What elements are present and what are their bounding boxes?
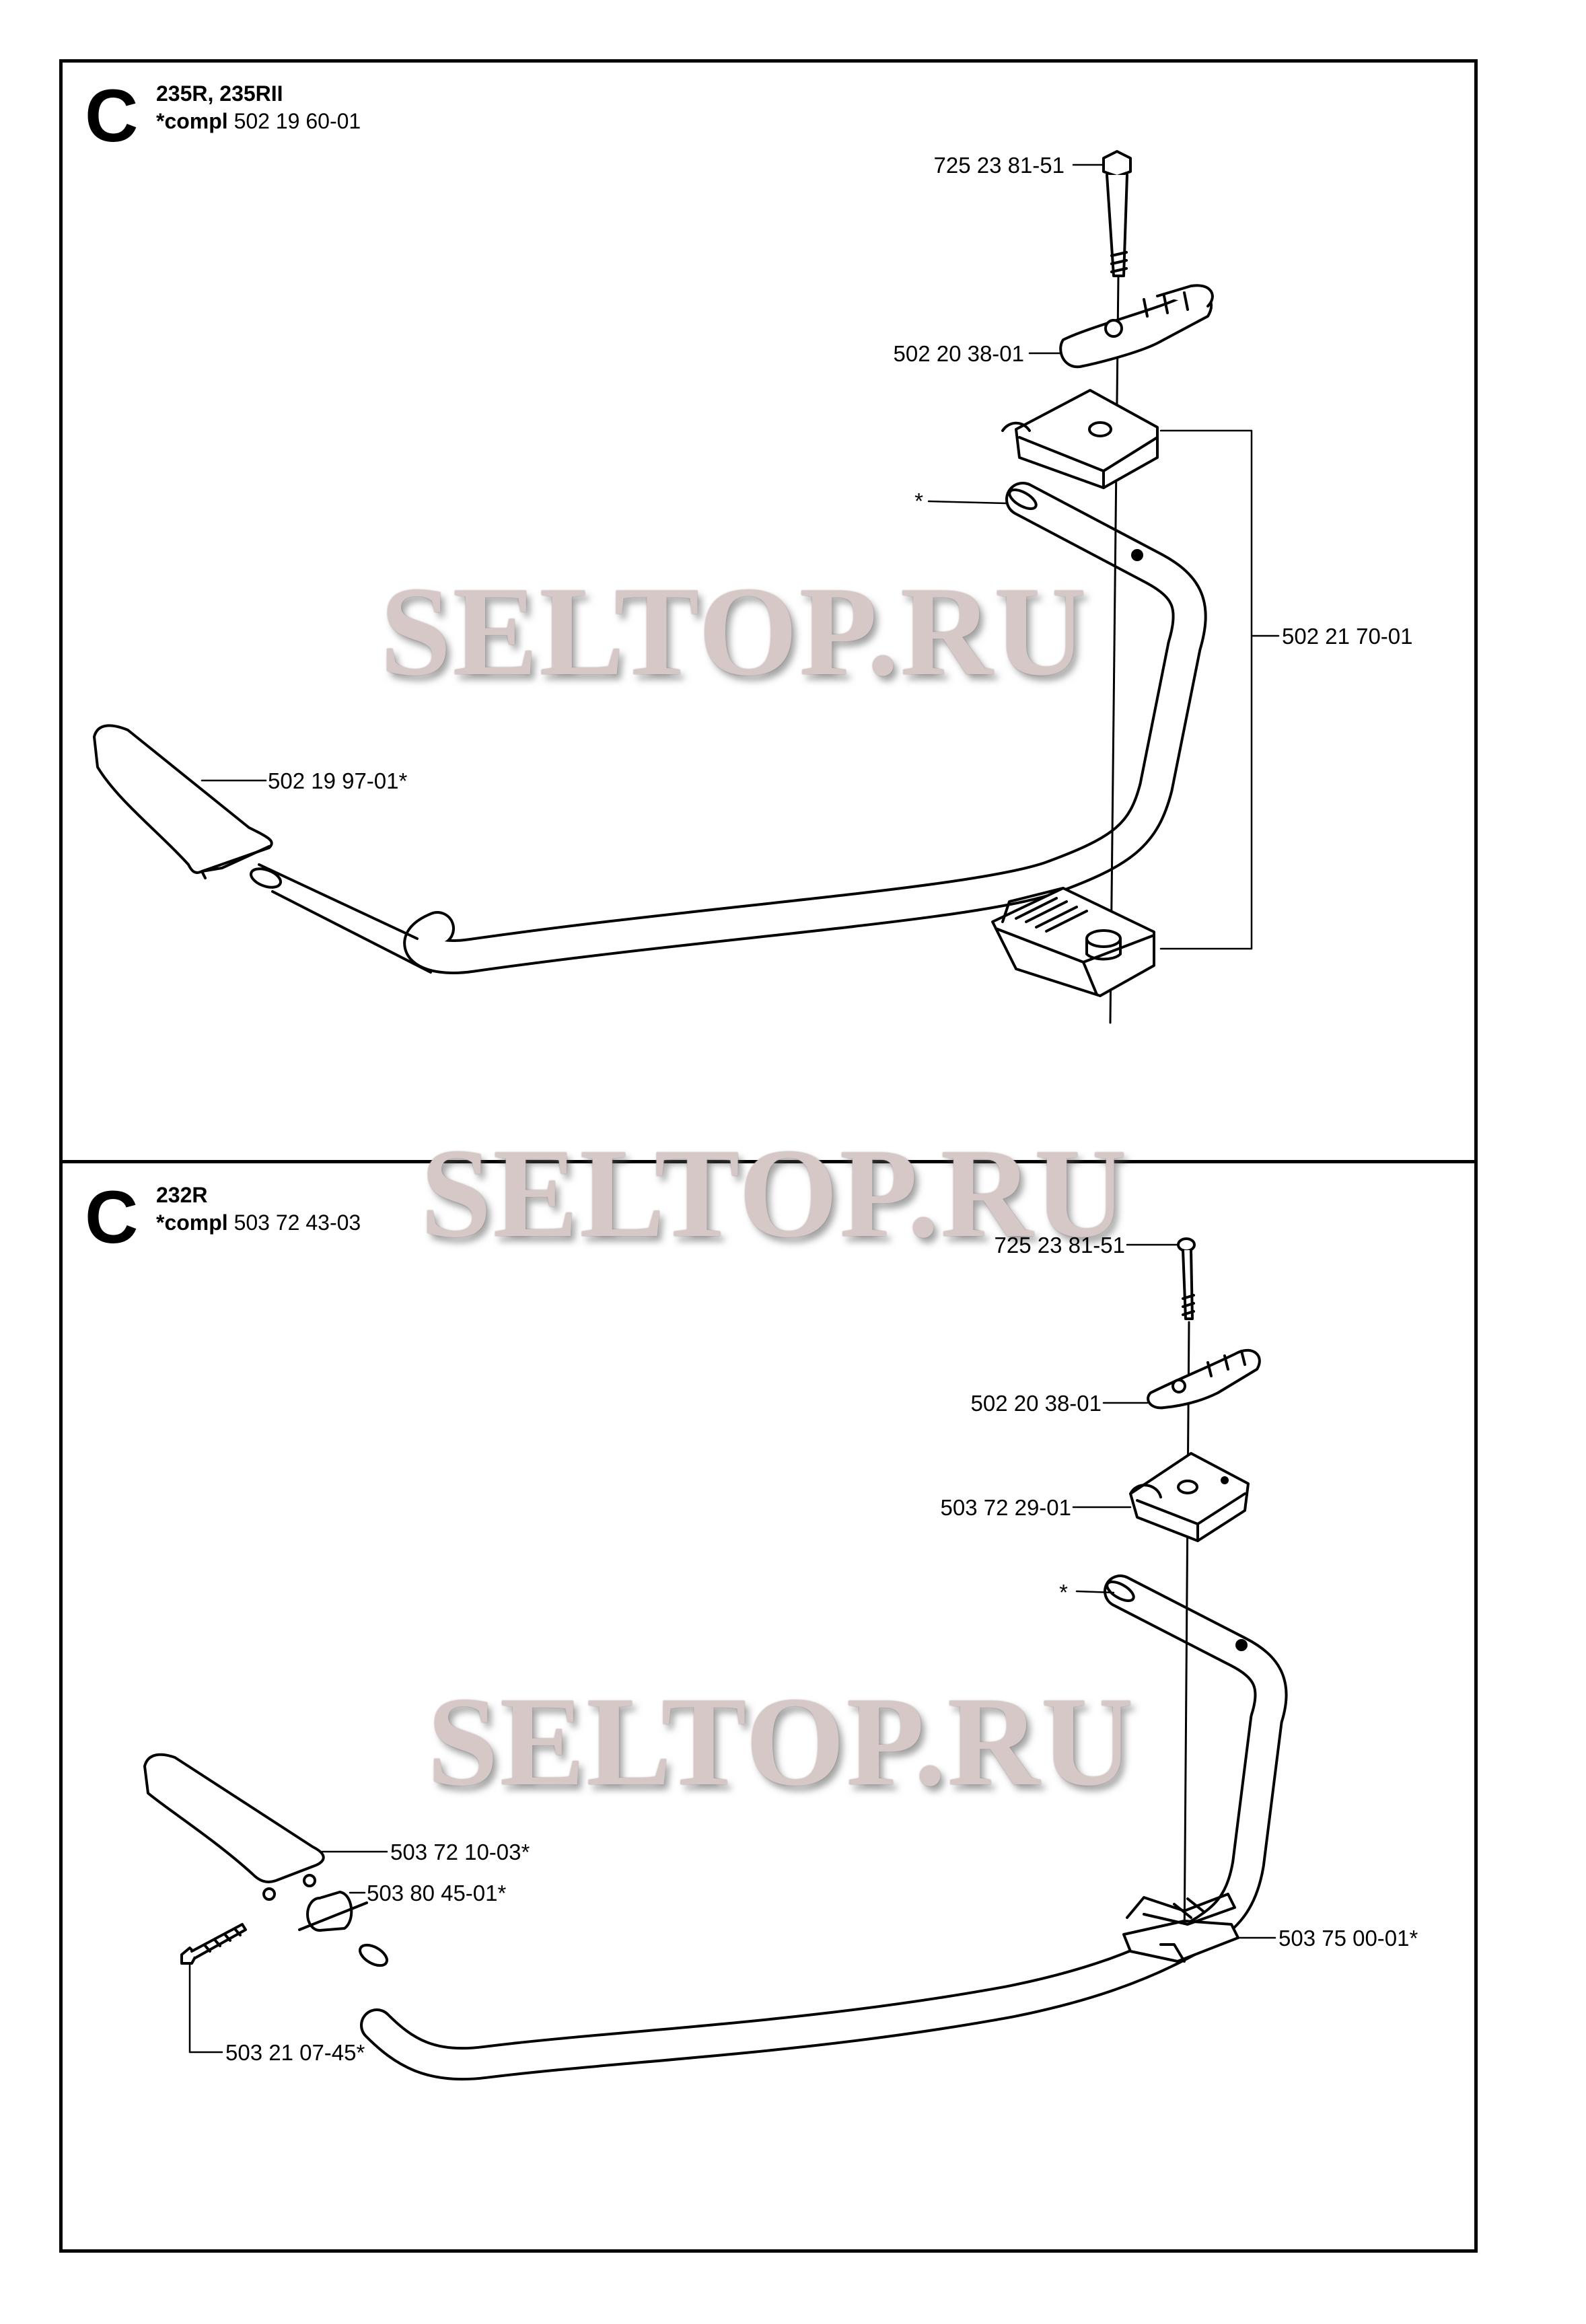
part-label-grip-1[interactable]: 502 19 97-01*: [268, 768, 408, 793]
clamp-top-2: [1129, 1452, 1250, 1542]
section-divider: [59, 1160, 1478, 1163]
wing-knob-1: [1059, 284, 1214, 369]
page-frame: [59, 59, 1478, 2253]
sleeve-2: [298, 1891, 368, 1932]
leader-lines-2: [188, 1243, 1276, 2054]
section-1-compl: *compl 502 19 60-01: [156, 108, 361, 134]
part-label-grip-2[interactable]: 503 72 10-03*: [390, 1840, 530, 1864]
handle-bar-1: [250, 482, 1207, 974]
part-label-bolt-2[interactable]: 725 23 81-51: [994, 1233, 1125, 1258]
compl-prefix: *compl: [156, 109, 228, 133]
watermark-1: SELTOP.RU: [380, 561, 1088, 702]
wing-knob-2: [1147, 1348, 1261, 1410]
section-2-drawing: [143, 1237, 1288, 2081]
bolt-1: [1102, 150, 1132, 1024]
section-2-model: 232R: [156, 1183, 208, 1207]
leader-lines-1: [201, 164, 1280, 950]
section-1-letter: C: [85, 75, 139, 157]
grip-2: [143, 1753, 325, 1901]
part-label-clamp-set-1[interactable]: 502 21 70-01: [1282, 624, 1413, 649]
watermark-2: SELTOP.RU: [421, 1123, 1128, 1264]
section-1-drawing: [93, 150, 1280, 1024]
part-label-wing-knob-2[interactable]: 502 20 38-01: [970, 1391, 1102, 1416]
part-label-bolt-1[interactable]: 725 23 81-51: [933, 153, 1065, 178]
compl-number: 502 19 60-01: [233, 109, 361, 133]
bolt-2: [1177, 1237, 1196, 1949]
section-2-compl: *compl 503 72 43-03: [156, 1210, 361, 1235]
part-label-handle-bar-2[interactable]: *: [1059, 1580, 1068, 1605]
lower-clamp-1: [991, 887, 1155, 997]
upper-clamp-1: [1001, 389, 1159, 489]
part-label-clamp-top-2[interactable]: 503 72 29-01: [940, 1495, 1071, 1520]
compl-number: 503 72 43-03: [233, 1210, 361, 1235]
part-label-sleeve-2[interactable]: 503 80 45-01*: [367, 1881, 507, 1905]
section-1-model: 235R, 235RII: [156, 81, 283, 106]
handle-bar-2: [359, 1574, 1288, 2081]
watermark-3: SELTOP.RU: [427, 1671, 1135, 1813]
screw-2: [180, 1923, 247, 1965]
section-2-letter: C: [85, 1176, 139, 1259]
part-label-handle-bar-1[interactable]: *: [914, 488, 923, 513]
part-label-clamp-bottom-2[interactable]: 503 75 00-01*: [1278, 1926, 1418, 1951]
compl-prefix: *compl: [156, 1210, 228, 1235]
part-label-screw-2[interactable]: 503 21 07-45*: [225, 2040, 365, 2065]
part-label-wing-knob-1[interactable]: 502 20 38-01: [893, 341, 1024, 366]
grip-1: [93, 724, 273, 879]
